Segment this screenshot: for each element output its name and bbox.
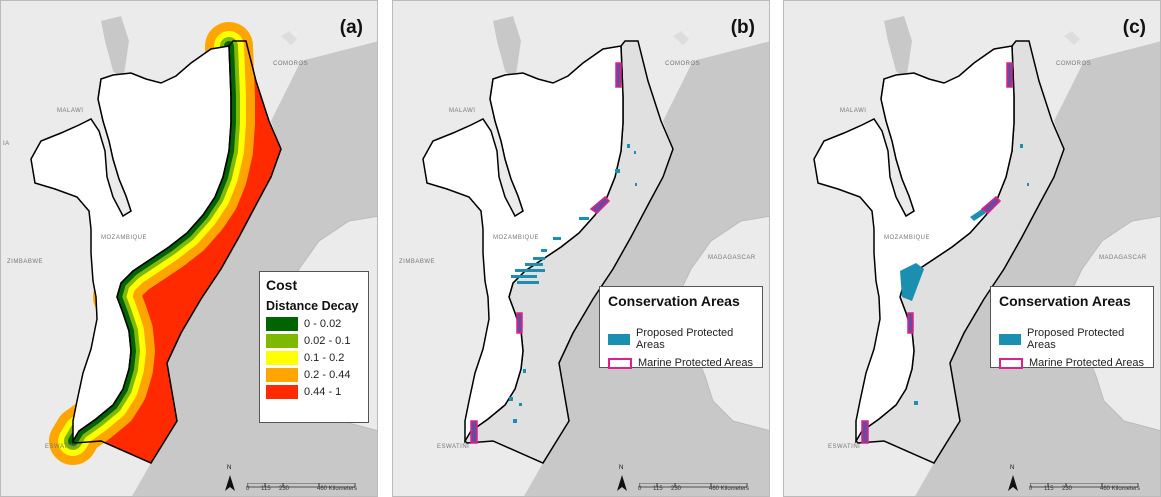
place-label: ZIMBABWE xyxy=(399,259,436,265)
legend-swatch xyxy=(999,357,1023,369)
scale-tick: 115 xyxy=(1044,486,1054,492)
place-label: COMOROS xyxy=(273,61,309,67)
place-label: ESWATINI xyxy=(828,444,861,450)
scale-bar xyxy=(247,483,356,488)
legend-swatch xyxy=(608,333,631,345)
north-label: N xyxy=(619,465,624,471)
conservation-legend: Conservation Areas Proposed Protected Ar… xyxy=(599,286,763,369)
place-label: MALAWI xyxy=(840,108,867,114)
north-label: N xyxy=(227,465,232,471)
place-label: ZIMBABWE xyxy=(7,259,44,265)
scale-tick: 460 Kilometers xyxy=(709,486,750,492)
scale-tick: 230 xyxy=(1062,486,1073,492)
marine-protected-areas xyxy=(861,62,1013,444)
place-label: MOZAMBIQUE xyxy=(101,235,148,241)
legend-item: 0.1 - 0.2 xyxy=(266,351,362,365)
place-label: COMOROS xyxy=(665,61,701,67)
legend-swatch xyxy=(608,357,632,369)
legend-item: 0 - 0.02 xyxy=(266,317,362,331)
legend-item: 0.02 - 0.1 xyxy=(266,334,362,348)
conservation-legend: Conservation Areas Proposed Protected Ar… xyxy=(990,286,1154,369)
scale-tick: 230 xyxy=(671,486,682,492)
panel-tag: (b) xyxy=(730,17,755,38)
map-panel-c: (c) COMOROS MALAWI MOZAMBIQUE MADAGASCAR… xyxy=(783,0,1161,497)
scale-tick: 460 Kilometers xyxy=(1100,486,1141,492)
scale-tick: 230 xyxy=(279,486,290,492)
legend-swatch xyxy=(266,351,298,365)
place-label: MADAGASCAR xyxy=(1099,255,1147,261)
scale-tick: 115 xyxy=(653,486,663,492)
legend-item: 0.44 - 1 xyxy=(266,385,362,399)
place-label: MALAWI xyxy=(57,108,84,114)
north-label: N xyxy=(1010,465,1015,471)
place-label: IA xyxy=(3,141,10,147)
panel-tag: (a) xyxy=(339,17,363,38)
place-label: MALAWI xyxy=(449,108,476,114)
map-panel-b: (b) COMOROS MALAWI MOZAMBIQUE ZIMBABWE M… xyxy=(392,0,770,497)
legend-item: 0.2 - 0.44 xyxy=(266,368,362,382)
place-label: MOZAMBIQUE xyxy=(493,235,540,241)
place-label: MOZAMBIQUE xyxy=(884,235,931,241)
scale-tick: 460 Kilometers xyxy=(317,486,358,492)
legend-item: Marine Protected Areas xyxy=(608,357,754,369)
scale-tick: 115 xyxy=(261,486,271,492)
north-arrow-icon xyxy=(617,475,627,491)
legend-title: Conservation Areas xyxy=(999,293,1131,309)
legend-swatch xyxy=(999,333,1022,345)
cost-legend: Cost Distance Decay 0 - 0.02 0.02 - 0.1 … xyxy=(259,271,369,423)
conservation-map-b-svg xyxy=(393,1,769,496)
legend-title: Cost xyxy=(266,277,298,293)
place-label: MADAGASCAR xyxy=(708,255,756,261)
marine-protected-areas xyxy=(470,62,622,444)
panel-tag: (c) xyxy=(1122,17,1146,38)
conservation-map-c-svg xyxy=(784,1,1160,496)
legend-subtitle: Distance Decay xyxy=(266,299,359,313)
place-label: ESWATINI xyxy=(437,444,470,450)
map-panel-a: (a) COMOROS MALAWI MOZAMBIQUE ZIMBABWE E… xyxy=(0,0,378,497)
place-label: COMOROS xyxy=(1056,61,1092,67)
scale-bar xyxy=(1030,483,1139,488)
legend-title: Conservation Areas xyxy=(608,293,740,309)
proposed-protected-areas xyxy=(509,144,637,423)
north-arrow-icon xyxy=(225,475,235,491)
scale-bar xyxy=(639,483,748,488)
north-arrow-icon xyxy=(1008,475,1018,491)
legend-swatch xyxy=(266,368,298,382)
scale-tick: 0 xyxy=(246,486,250,492)
legend-swatch xyxy=(266,385,298,399)
place-label: ESWATINI xyxy=(45,444,78,450)
legend-swatch xyxy=(266,317,298,331)
scale-tick: 0 xyxy=(638,486,642,492)
legend-item: Marine Protected Areas xyxy=(999,357,1145,369)
scale-tick: 0 xyxy=(1029,486,1033,492)
legend-swatch xyxy=(266,334,298,348)
legend-item: Proposed Protected Areas xyxy=(999,327,1145,351)
legend-item: Proposed Protected Areas xyxy=(608,327,754,351)
